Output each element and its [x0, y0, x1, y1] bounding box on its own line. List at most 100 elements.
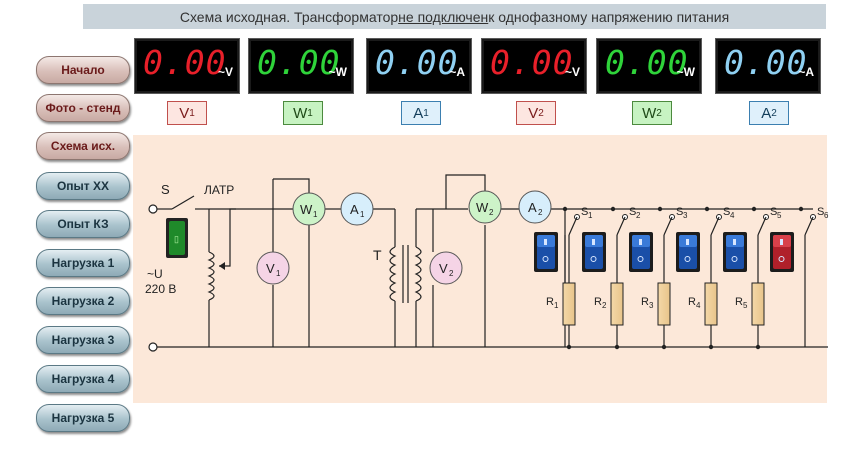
switch-label: S	[581, 206, 588, 218]
meter-v2-display: 0.00 ~V	[481, 38, 587, 94]
switch-label-sub: 5	[777, 211, 782, 220]
rocker-off-mark	[684, 256, 691, 262]
circuit-diagram: S ЛАТР ~U 220 В ▯ T V 1 W 1	[133, 135, 829, 403]
meter-unit: ~A	[798, 65, 814, 79]
instrument-label: W	[476, 200, 489, 215]
meter-value: 0.00	[375, 43, 459, 82]
instrument-sub: 2	[538, 208, 543, 217]
switch-blade	[616, 216, 626, 236]
switch-off-mark: ▯	[174, 234, 179, 244]
latr-wiper-icon	[219, 262, 225, 270]
meter-value: 0.00	[724, 43, 808, 82]
resistor-label-sub: 5	[743, 301, 748, 310]
resistor-body	[704, 282, 718, 326]
resistor-body	[751, 282, 765, 326]
label-text: A	[413, 104, 424, 122]
instrument-sub: 2	[489, 208, 494, 217]
switch-label-sub: 1	[588, 211, 593, 220]
page-title: Схема исходная. Трансформатор не подключ…	[83, 4, 826, 29]
label-text: A	[761, 104, 772, 122]
title-underlined: не подключен	[398, 8, 489, 25]
transformer-secondary-coil	[414, 246, 422, 302]
rocker-on-mark	[639, 239, 642, 245]
switch-blade	[804, 216, 814, 236]
nav-load-1-button[interactable]: Нагрузка 1	[36, 249, 130, 277]
instrument-v1: V 1	[256, 251, 290, 285]
nav-label: Фото - стенд	[45, 101, 121, 115]
nav-start-button[interactable]: Начало	[36, 56, 130, 84]
resistor-body	[657, 282, 671, 326]
rocker-off-mark	[778, 256, 785, 262]
resistor-label-sub: 1	[554, 301, 559, 310]
junction-dot	[704, 206, 710, 212]
nav-initial-scheme-button[interactable]: Схема исх.	[36, 132, 130, 160]
resistor-label: R	[641, 296, 649, 308]
switch-blade	[710, 216, 720, 236]
terminals	[148, 204, 158, 352]
instrument-sub: 1	[276, 269, 281, 278]
junction-dot	[798, 206, 804, 212]
resistor-body	[610, 282, 624, 326]
junction-dot	[562, 206, 568, 212]
instrument-a2: A 2	[518, 190, 552, 224]
nav-label: Нагрузка 3	[51, 333, 115, 347]
switch-blade	[568, 216, 578, 236]
supply-label: ~U	[147, 267, 163, 281]
nav-load-2-button[interactable]: Нагрузка 2	[36, 287, 130, 315]
instrument-label: V	[439, 261, 448, 276]
meter-a2-display: 0.00 ~A	[715, 38, 821, 94]
rocker-on-mark	[780, 239, 783, 245]
junction-dot	[708, 344, 714, 350]
instrument-v2: V 2	[429, 251, 463, 285]
nav-label: Нагрузка 1	[51, 256, 115, 270]
title-post: к однофазному напряжению питания	[488, 8, 730, 25]
meter-w2-display: 0.00 ~W	[596, 38, 702, 94]
label-text: V	[528, 104, 539, 122]
junction-dot	[657, 206, 663, 212]
switch-blade	[663, 216, 673, 236]
circuit-svg: S ЛАТР ~U 220 В ▯ T V 1 W 1	[145, 174, 829, 352]
nav-load-5-button[interactable]: Нагрузка 5	[36, 404, 130, 432]
meter-v1-display: 0.00 ~V	[134, 38, 240, 94]
nav-label: Начало	[61, 63, 105, 77]
nav-no-load-test-button[interactable]: Опыт ХХ	[36, 172, 130, 200]
label-sub: 1	[307, 107, 313, 119]
nav-short-circuit-test-button[interactable]: Опыт КЗ	[36, 210, 130, 238]
main-switch-toggle[interactable]: ▯	[166, 218, 188, 258]
label-sub: 2	[771, 107, 777, 119]
meter-a1-display: 0.00 ~A	[366, 38, 472, 94]
switch-blade	[757, 216, 767, 236]
rocker-off-mark	[731, 256, 738, 262]
label-sub: 1	[189, 107, 195, 119]
nav-photo-stand-button[interactable]: Фото - стенд	[36, 94, 130, 122]
rocker-off-mark	[637, 256, 644, 262]
switch-label-sub: 3	[683, 211, 688, 220]
wires	[157, 174, 828, 348]
nav-load-4-button[interactable]: Нагрузка 4	[36, 365, 130, 393]
rocker-on-mark	[686, 239, 689, 245]
rocker-on-mark	[733, 239, 736, 245]
switch-label: S	[817, 206, 824, 218]
instrument-w2: W 2	[468, 190, 502, 224]
resistor-label: R	[546, 296, 554, 308]
meter-unit: ~A	[449, 65, 465, 79]
instrument-a1: A 1	[340, 192, 374, 226]
instrument-label: V	[266, 261, 275, 276]
meter-unit: ~W	[328, 65, 347, 79]
meter-unit: ~V	[217, 65, 233, 79]
instrument-label: W	[300, 202, 313, 217]
rocker-on-mark	[544, 239, 547, 245]
nav-load-3-button[interactable]: Нагрузка 3	[36, 326, 130, 354]
resistor-label-sub: 2	[602, 301, 607, 310]
transformer-label: T	[373, 247, 382, 263]
